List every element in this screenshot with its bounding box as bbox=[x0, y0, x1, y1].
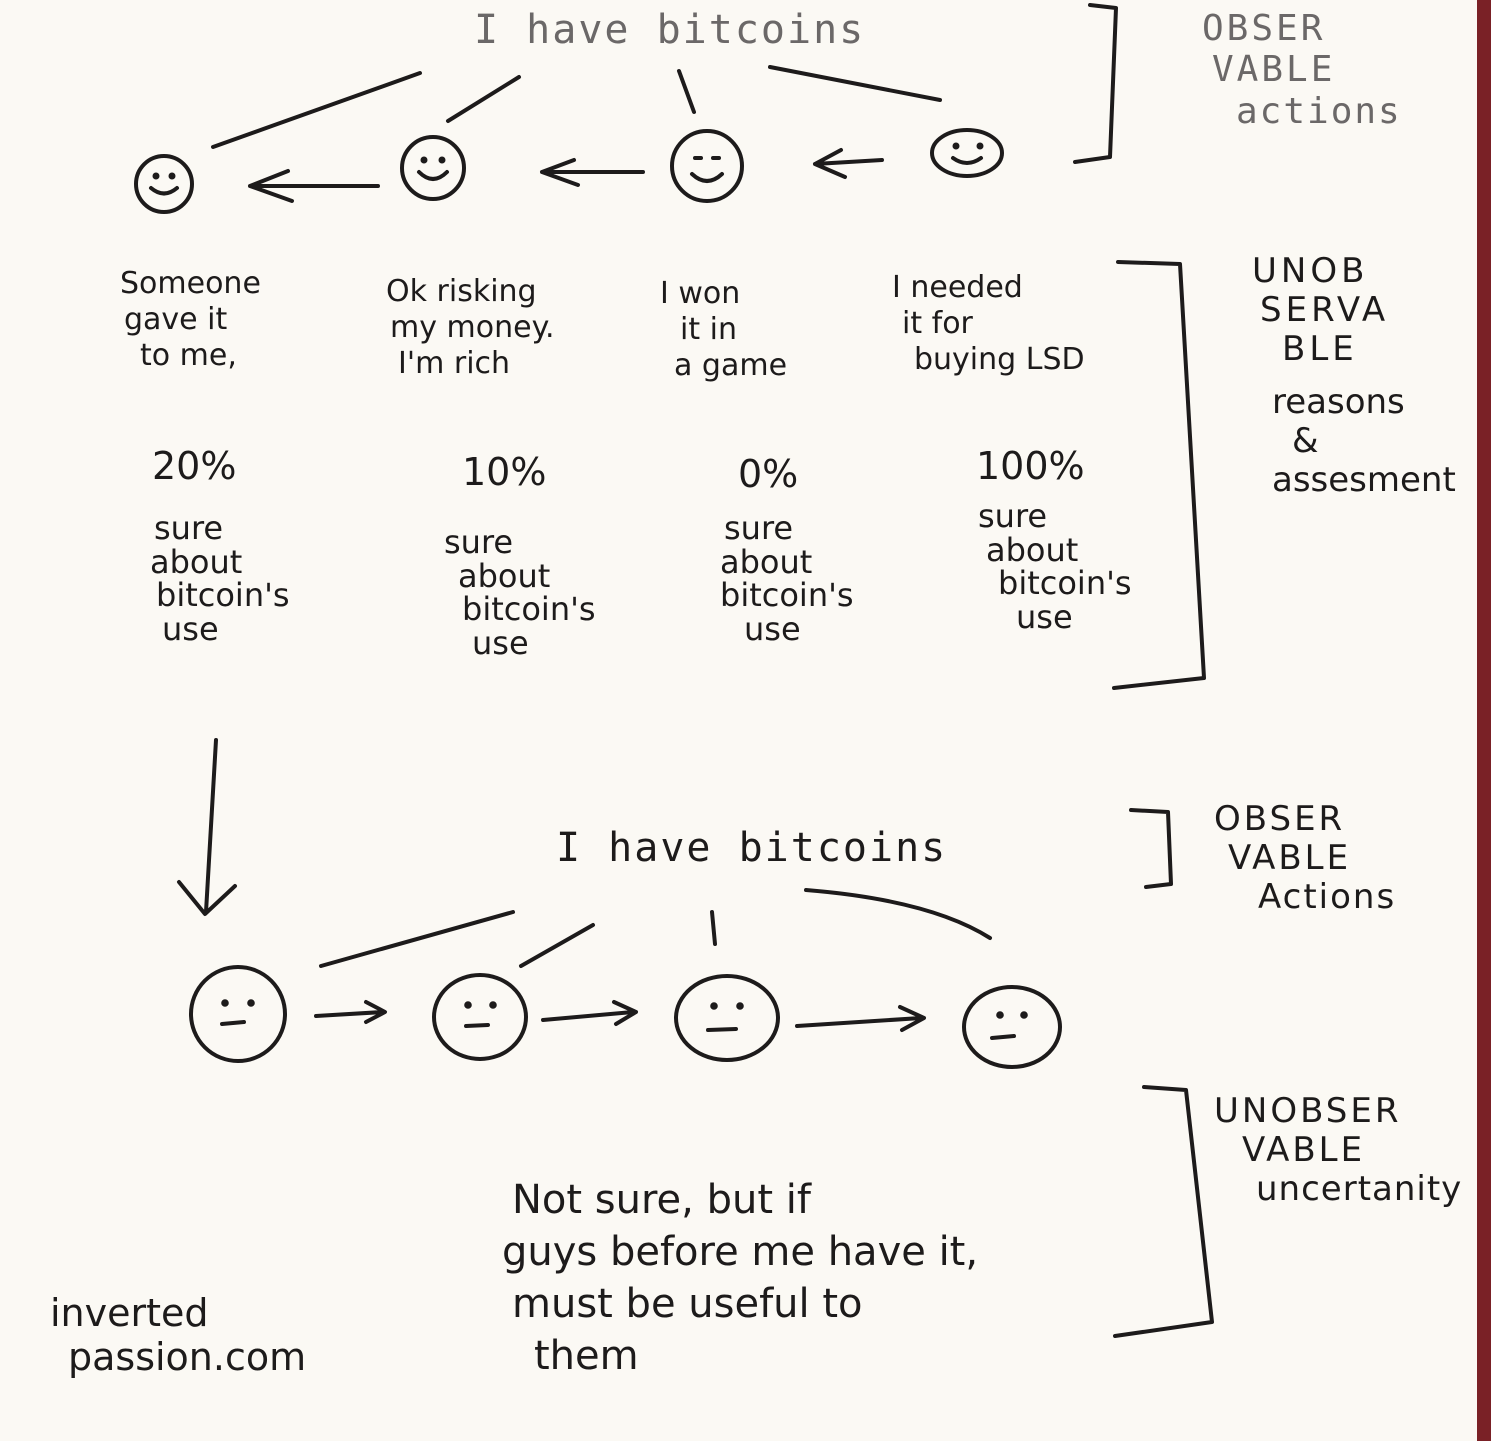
top-smiley-4 bbox=[930, 128, 1004, 178]
top-connector-lines bbox=[211, 65, 942, 149]
top-arrows bbox=[248, 148, 884, 203]
top-observable-label: OBSER VABLE actions bbox=[1202, 8, 1402, 132]
bottom-neutral-face-4 bbox=[962, 985, 1062, 1069]
reason-person-2: Ok risking my money. I'm rich bbox=[386, 274, 555, 381]
bottom-arrows bbox=[314, 1000, 926, 1032]
bottom-neutral-face-3 bbox=[674, 974, 780, 1062]
background-edge bbox=[1477, 0, 1491, 1441]
credit-watermark: inverted passion.com bbox=[50, 1291, 307, 1379]
reason-person-3: I won it in a game bbox=[660, 276, 788, 383]
top-observable-bracket bbox=[1073, 3, 1118, 164]
top-smiley-3 bbox=[670, 129, 744, 203]
bottom-observable-label: OBSER VABLE Actions bbox=[1214, 799, 1397, 918]
percent-person-3: 0% bbox=[738, 452, 799, 496]
bottom-connector-lines bbox=[319, 888, 992, 968]
bottom-header: I have bitcoins bbox=[556, 825, 948, 871]
top-header: I have bitcoins bbox=[474, 7, 866, 53]
bottom-observable-bracket bbox=[1129, 808, 1173, 889]
bottom-neutral-face-2 bbox=[432, 973, 528, 1061]
unobservable-reasons-label: UNOB SERVA BLE reasons & assesment bbox=[1252, 251, 1456, 501]
percent-person-1: 20% bbox=[152, 444, 237, 488]
reason-person-1: Someone gave it to me, bbox=[120, 266, 261, 373]
bottom-neutral-face-1 bbox=[189, 965, 287, 1063]
unobservable-uncertainty-bracket bbox=[1113, 1085, 1214, 1338]
uncertainty-thought: Not sure, but if guys before me have it,… bbox=[502, 1177, 979, 1379]
sure-person-2: sure about bitcoin's use bbox=[444, 523, 596, 662]
top-smiley-1 bbox=[134, 154, 194, 214]
top-smiley-2 bbox=[400, 135, 466, 201]
sure-person-1: sure about bitcoin's use bbox=[150, 509, 290, 648]
sure-person-4: sure about bitcoin's use bbox=[978, 497, 1132, 636]
unobservable-uncertainty-label: UNOBSER VABLE uncertanity bbox=[1214, 1091, 1463, 1210]
sure-person-3: sure about bitcoin's use bbox=[720, 509, 854, 648]
percent-person-2: 10% bbox=[462, 450, 547, 494]
unobservable-reasons-bracket bbox=[1112, 260, 1206, 690]
down-arrow bbox=[177, 738, 237, 916]
reason-person-4: I needed it for buying LSD bbox=[892, 270, 1085, 377]
percent-person-4: 100% bbox=[976, 444, 1085, 488]
